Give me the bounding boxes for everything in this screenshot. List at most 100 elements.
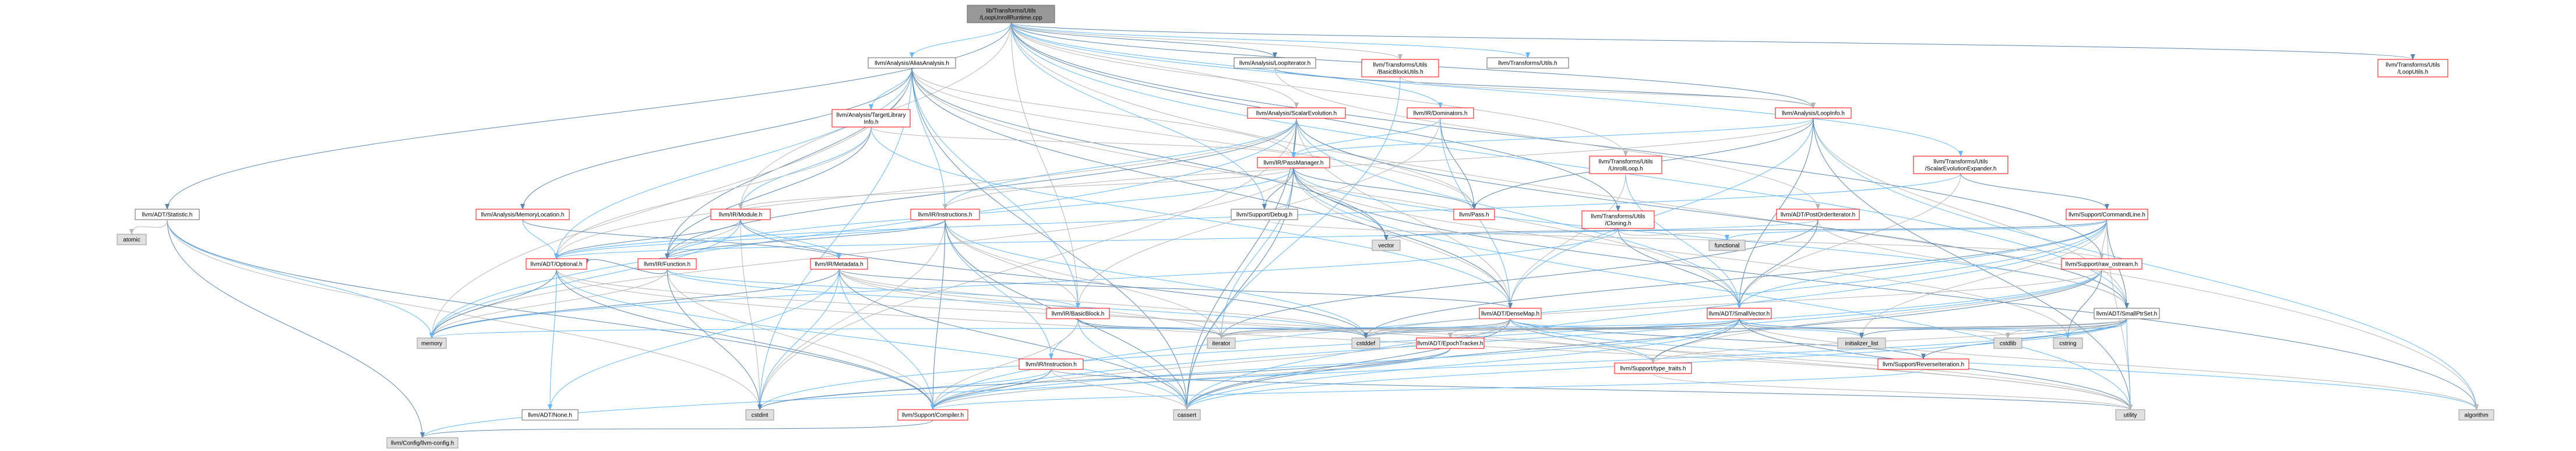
- node-none[interactable]: llvm/ADT/None.h: [521, 409, 579, 421]
- edge-loopinfo-to-smallptrset: [1813, 118, 2129, 309]
- edge-root-to-dominators: [1010, 22, 1443, 108]
- node-label-initlist: initializer_list: [1845, 341, 1879, 347]
- edge-cmdline-to-functional: [1725, 219, 2108, 241]
- edge-root-to-loopiter: [1010, 22, 1277, 58]
- edge-aa-to-densemap: [911, 68, 1513, 309]
- edge-smallvector-to-cstring: [1739, 318, 2070, 339]
- node-box-looputils: [2377, 59, 2448, 77]
- edge-instructions-to-compiler: [931, 219, 946, 410]
- node-unrollloop[interactable]: llvm/Transforms/Utils/UnrollLoop.h: [1589, 156, 1662, 174]
- node-box-initlist: [1837, 337, 1886, 349]
- edge-smallvector-to-memory: [429, 318, 1740, 339]
- edge-scev-to-smallptrset: [1296, 118, 2129, 309]
- edge-root-to-utils: [1010, 22, 1530, 58]
- node-cassert: cassert: [1173, 409, 1201, 421]
- edge-cloning-to-memory: [429, 228, 1619, 339]
- node-statistic[interactable]: llvm/ADT/Statistic.h: [135, 209, 200, 220]
- node-functional: functional: [1708, 239, 1746, 251]
- edge-cmdline-to-vector: [1384, 219, 2108, 241]
- edge-bbutils-to-cassert: [1185, 76, 1401, 410]
- node-epochtracker[interactable]: llvm/ADT/EpochTracker.h: [1416, 337, 1485, 349]
- node-box-scev: [1247, 107, 1346, 119]
- node-debug[interactable]: llvm/Support/Debug.h: [1231, 209, 1298, 220]
- node-loopinfo[interactable]: llvm/Analysis/LoopInfo.h: [1775, 107, 1852, 119]
- node-function[interactable]: llvm/IR/Function.h: [637, 258, 697, 270]
- node-label-debug: llvm/Support/Debug.h: [1236, 212, 1292, 219]
- node-compiler[interactable]: llvm/Support/Compiler.h: [897, 409, 968, 421]
- node-label-passmanager: llvm/IR/PassManager.h: [1264, 160, 1324, 167]
- edge-reverseiter-to-compiler: [931, 369, 1924, 410]
- edge-tli-to-optional: [554, 126, 872, 259]
- edge-rawostream-to-compiler: [931, 269, 2102, 410]
- node-root[interactable]: lib/Transforms/Utils/LoopUnrollRuntime.c…: [967, 5, 1055, 23]
- node-rawostream[interactable]: llvm/Support/raw_ostream.h: [2061, 258, 2142, 270]
- node-bbutils[interactable]: llvm/Transforms/Utils/BasicBlockUtils.h: [1361, 59, 1439, 77]
- node-label-tli: Info.h: [864, 119, 878, 126]
- node-postorder[interactable]: llvm/ADT/PostOrderIterator.h: [1776, 209, 1860, 220]
- node-pass[interactable]: llvm/Pass.h: [1453, 209, 1495, 220]
- node-cloning[interactable]: llvm/Transforms/Utils/Cloning.h: [1581, 210, 1655, 229]
- node-initlist: initializer_list: [1837, 337, 1886, 349]
- node-utility: utility: [2115, 409, 2145, 421]
- node-aa[interactable]: llvm/Analysis/AliasAnalysis.h: [868, 57, 956, 69]
- edge-postorder-to-smallptrset: [1817, 219, 2129, 309]
- node-label-smallvector: llvm/ADT/SmallVector.h: [1709, 311, 1770, 318]
- edge-loopinfo-to-passmanager: [1291, 118, 1814, 158]
- node-optional[interactable]: llvm/ADT/Optional.h: [526, 258, 587, 270]
- node-utils[interactable]: llvm/Transforms/Utils.h: [1486, 57, 1569, 69]
- node-label-algorithm: algorithm: [2464, 413, 2488, 419]
- node-looputils[interactable]: llvm/Transforms/Utils/LoopUtils.h: [2377, 59, 2448, 77]
- node-basicblock[interactable]: llvm/IR/BasicBlock.h: [1046, 308, 1110, 319]
- node-box-module: [710, 209, 771, 220]
- edge-postorder-to-optional: [554, 219, 1819, 259]
- edge-function-to-memory: [429, 269, 668, 339]
- node-box-memloc: [475, 209, 570, 220]
- node-typetraits[interactable]: llvm/Support/type_traits.h: [1614, 362, 1692, 374]
- node-smallvector[interactable]: llvm/ADT/SmallVector.h: [1707, 308, 1772, 319]
- node-smallptrset[interactable]: llvm/ADT/SmallPtrSet.h: [2094, 308, 2160, 319]
- edge-function-to-optional: [584, 258, 668, 274]
- node-box-dominators: [1407, 107, 1474, 119]
- node-reverseiter[interactable]: llvm/Support/ReverseIteration.h: [1877, 358, 1969, 370]
- node-scev[interactable]: llvm/Analysis/ScalarEvolution.h: [1247, 107, 1346, 119]
- node-config: llvm/Config/llvm-config.h: [386, 437, 459, 449]
- edge-scev-to-optional: [554, 118, 1297, 259]
- node-memory: memory: [417, 337, 447, 349]
- node-densemap[interactable]: llvm/ADT/DenseMap.h: [1479, 308, 1542, 319]
- node-label-looputils: llvm/Transforms/Utils: [2386, 62, 2440, 69]
- edge-unrollloop-to-densemap: [1508, 173, 1626, 309]
- node-box-loopinfo: [1775, 107, 1852, 119]
- edge-passmanager-to-densemap: [1293, 167, 1513, 309]
- node-instructions[interactable]: llvm/IR/Instructions.h: [910, 209, 980, 220]
- node-label-scevexp: /ScalarEvolutionExpander.h: [1925, 166, 1997, 172]
- node-label-unrollloop: llvm/Transforms/Utils: [1599, 159, 1653, 165]
- node-box-cmdline: [2066, 209, 2148, 220]
- edge-passmanager-to-pass: [1293, 167, 1476, 210]
- node-module[interactable]: llvm/IR/Module.h: [710, 209, 771, 220]
- node-label-cloning: /Cloning.h: [1605, 221, 1631, 227]
- node-cmdline[interactable]: llvm/Support/CommandLine.h: [2066, 209, 2148, 220]
- node-memloc[interactable]: llvm/Analysis/MemoryLocation.h: [475, 209, 570, 220]
- node-instruction[interactable]: llvm/IR/Instruction.h: [1019, 358, 1084, 370]
- edge-densemap-to-utility: [1510, 318, 2133, 410]
- node-scevexp[interactable]: llvm/Transforms/Utils/ScalarEvolutionExp…: [1913, 156, 2008, 174]
- node-label-memory: memory: [421, 341, 442, 347]
- node-metadata[interactable]: llvm/IR/Metadata.h: [810, 258, 868, 270]
- edge-passmanager-to-algorithm: [1293, 167, 2479, 410]
- node-dominators[interactable]: llvm/IR/Dominators.h: [1407, 107, 1474, 119]
- node-label-rawostream: llvm/Support/raw_ostream.h: [2066, 262, 2138, 268]
- node-box-none: [521, 409, 579, 421]
- node-box-aa: [868, 57, 956, 69]
- edge-cmdline-to-cstddef: [1363, 219, 2108, 339]
- edge-passmanager-to-vector: [1293, 167, 1389, 241]
- node-box-rawostream: [2061, 258, 2142, 270]
- node-loopiter[interactable]: llvm/Analysis/LoopIterator.h: [1234, 57, 1316, 69]
- edge-memloc-to-optional: [522, 219, 559, 259]
- node-label-bbutils: llvm/Transforms/Utils: [1373, 62, 1428, 69]
- node-label-instruction: llvm/IR/Instruction.h: [1026, 362, 1077, 368]
- node-box-tli: [831, 109, 911, 128]
- edge-compiler-to-config: [420, 420, 933, 438]
- node-passmanager[interactable]: llvm/IR/PassManager.h: [1257, 157, 1330, 168]
- edge-smallvector-to-cassert: [1185, 318, 1740, 410]
